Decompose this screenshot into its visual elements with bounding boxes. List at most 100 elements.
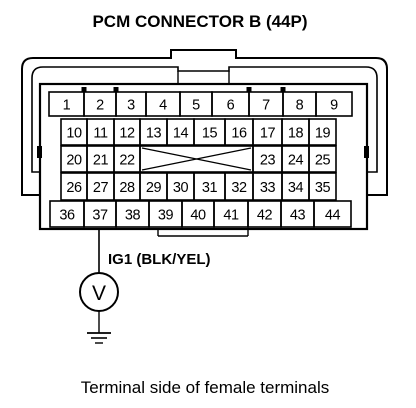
terminal-cell: 5 <box>179 91 213 117</box>
terminal-cell: 24 <box>281 145 310 173</box>
terminal-cell: 42 <box>247 200 282 228</box>
diagram-title: PCM CONNECTOR B (44P) <box>92 12 307 31</box>
terminal-cell: 23 <box>252 145 283 173</box>
terminal-number: 41 <box>223 208 239 224</box>
terminal-cell: 35 <box>308 172 337 201</box>
voltmeter-letter: V <box>92 282 106 305</box>
terminal-number: 35 <box>315 180 331 196</box>
terminal-number: 24 <box>288 153 304 169</box>
terminal-number: 42 <box>257 208 273 224</box>
key-tab <box>280 87 286 92</box>
terminal-number: 30 <box>173 180 189 196</box>
terminal-cell: 10 <box>60 118 88 146</box>
terminal-number: 8 <box>296 98 304 114</box>
terminal-cell: 25 <box>308 145 337 173</box>
terminal-cell: 20 <box>60 145 88 173</box>
terminal-cell: 15 <box>193 118 226 146</box>
terminal-number: 1 <box>63 98 71 114</box>
terminal-number: 4 <box>159 98 167 114</box>
terminal-cell: 13 <box>139 118 168 146</box>
terminal-cell: 33 <box>252 172 283 201</box>
voltmeter-symbol: V <box>79 272 119 312</box>
terminal-cell: 2 <box>83 91 117 117</box>
terminal-cell: 4 <box>145 91 181 117</box>
terminal-number: 19 <box>315 126 331 142</box>
terminal-cell: 11 <box>86 118 115 146</box>
terminal-cell: 14 <box>166 118 195 146</box>
terminal-cell: 39 <box>148 200 183 228</box>
terminal-number: 26 <box>66 180 82 196</box>
terminal-cell: 27 <box>86 172 115 201</box>
terminal-number: 21 <box>93 153 109 169</box>
terminal-cell: 19 <box>308 118 337 146</box>
terminal-number: 36 <box>59 208 75 224</box>
terminal-number: 20 <box>66 153 82 169</box>
terminal-cell: 29 <box>139 172 168 201</box>
terminal-cell: 21 <box>86 145 115 173</box>
terminal-cell: 28 <box>113 172 141 201</box>
terminal-number: 31 <box>202 180 218 196</box>
terminal-cell: 9 <box>315 91 353 117</box>
terminal-number: 34 <box>288 180 304 196</box>
terminal-cell: 32 <box>224 172 254 201</box>
terminal-number: 16 <box>231 126 247 142</box>
terminal-number: 28 <box>119 180 135 196</box>
terminal-number: 17 <box>260 126 276 142</box>
terminal-number: 12 <box>119 126 135 142</box>
terminal-cell: 7 <box>248 91 284 117</box>
terminal-number: 13 <box>146 126 162 142</box>
key-tab <box>246 87 252 92</box>
terminal-number: 10 <box>66 126 82 142</box>
terminal-number: 2 <box>96 98 104 114</box>
terminal-number: 37 <box>92 208 108 224</box>
terminal-cell: 26 <box>60 172 88 201</box>
terminal-cell: 41 <box>213 200 249 228</box>
terminal-number: 11 <box>93 126 108 142</box>
terminal-cell: 12 <box>113 118 141 146</box>
terminal-cell: 1 <box>48 91 85 117</box>
diagram-caption: Terminal side of female terminals <box>81 378 329 397</box>
terminal-number: 22 <box>119 153 135 169</box>
terminal-number: 43 <box>290 208 306 224</box>
terminal-cell: 44 <box>313 200 352 228</box>
terminal-number: 15 <box>202 126 218 142</box>
terminal-number: 39 <box>158 208 174 224</box>
terminal-cell: 31 <box>193 172 226 201</box>
terminal-cell: 43 <box>280 200 315 228</box>
terminal-cell: 17 <box>252 118 283 146</box>
terminal-number: 5 <box>192 98 200 114</box>
wire-label: IG1 (BLK/YEL) <box>108 251 211 268</box>
terminal-number: 32 <box>231 180 247 196</box>
terminal-cell: 6 <box>211 91 250 117</box>
key-tab <box>113 87 119 92</box>
terminal-number: 25 <box>315 153 331 169</box>
terminal-cell: 8 <box>282 91 317 117</box>
terminal-cell: 34 <box>281 172 310 201</box>
terminal-cell: 40 <box>181 200 215 228</box>
terminal-number: 7 <box>262 98 270 114</box>
terminal-number: 27 <box>93 180 109 196</box>
terminal-cell: 38 <box>115 200 150 228</box>
terminal-number: 6 <box>227 98 235 114</box>
terminal-number: 44 <box>325 208 341 224</box>
test-lead <box>87 228 111 344</box>
terminal-number: 18 <box>288 126 304 142</box>
key-tab <box>81 87 87 92</box>
terminal-number: 29 <box>146 180 162 196</box>
terminal-cell: 30 <box>166 172 195 201</box>
terminal-cell: 16 <box>224 118 254 146</box>
terminal-number: 3 <box>127 98 135 114</box>
terminal-cell: 3 <box>115 91 147 117</box>
terminal-cell: 36 <box>49 200 85 228</box>
terminal-number: 40 <box>190 208 206 224</box>
terminal-cell: 22 <box>113 145 141 173</box>
terminal-cell: 37 <box>83 200 117 228</box>
unused-cavity-block <box>139 145 254 173</box>
connector-housing <box>21 49 388 237</box>
terminal-number: 33 <box>260 180 276 196</box>
terminal-number: 23 <box>260 153 276 169</box>
terminal-cell: 18 <box>281 118 310 146</box>
terminal-number: 14 <box>173 126 189 142</box>
